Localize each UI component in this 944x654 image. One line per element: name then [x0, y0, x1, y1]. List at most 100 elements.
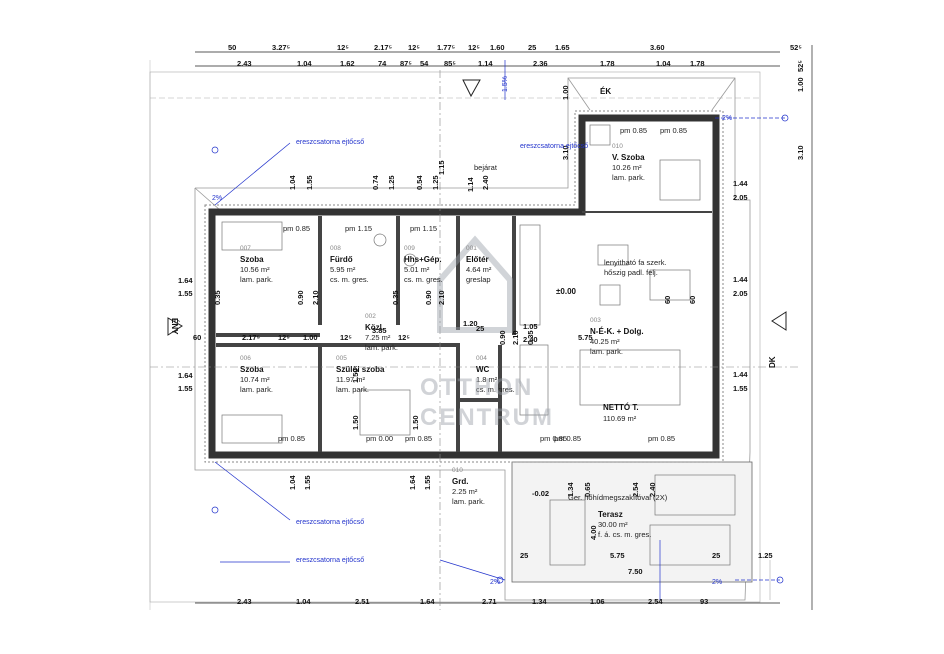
room-name-7: Szülői szoba	[336, 365, 385, 374]
dim-bottom-1: 1.04	[296, 597, 311, 606]
netto-label: NETTÓ T.	[603, 403, 639, 412]
dim-misc-30: 5.75	[578, 333, 593, 342]
room-area-4: 7.25 m²	[365, 333, 391, 342]
dim-misc-15: 2.10	[437, 290, 446, 305]
room-id-9: 010	[612, 143, 623, 150]
dim-misc-41: 25	[520, 551, 528, 560]
room-area-6: 10.74 m²	[240, 375, 270, 384]
pm-label-1: pm 1.15	[345, 224, 372, 233]
note-terrace: Ger. hőhídmegszakítóval (2X)	[568, 493, 668, 502]
dim-misc-11: 0.90	[296, 290, 305, 305]
room-id-7: 005	[336, 355, 347, 362]
slope-label-0: 2%	[212, 195, 222, 202]
dim-right-3: 1.44	[733, 179, 748, 188]
dim-bottom-7: 2.54	[648, 597, 663, 606]
pm-label-10: pm 0.85	[554, 434, 581, 443]
room-floor-4: lam. park.	[365, 343, 398, 352]
dim-misc-10: 1.14	[466, 177, 475, 192]
dim-top1-4: 12⁵	[408, 43, 420, 52]
dim-misc-4: 1.04	[288, 175, 297, 190]
dim-top2-5: 54	[420, 59, 429, 68]
room-floor-9: lam. park.	[612, 173, 645, 182]
room-area-3: 4.64 m²	[466, 265, 492, 274]
dim-bottom-3: 1.64	[420, 597, 435, 606]
dim-misc-7: 1.25	[387, 175, 396, 190]
watermark-line1: OTTHON	[420, 374, 533, 401]
dim-top1-5: 1.77⁵	[437, 43, 456, 52]
pm-label-7: pm 0.85	[648, 434, 675, 443]
exterior-walls-inner	[204, 110, 724, 463]
dim-right-7: 1.44	[733, 370, 748, 379]
dim-top1-9: 1.65	[555, 43, 570, 52]
dim-right-8: 1.55	[733, 384, 748, 393]
room-name-11: Terasz	[598, 510, 623, 519]
dim-top2-11: 1.78	[690, 59, 705, 68]
watermark-line2: CENTRUM	[420, 404, 554, 431]
room-name-2: Hhs+Gép.	[404, 255, 442, 264]
dim-misc-32: 60	[688, 296, 697, 304]
room-area-1: 5.95 m²	[330, 265, 356, 274]
pm-label-2: pm 1.15	[410, 224, 437, 233]
dim-misc-50: -0.02	[532, 489, 549, 498]
room-floor-11: f. á. cs. m. gres.	[598, 530, 651, 539]
room-id-2: 009	[404, 245, 415, 252]
note-ceiling2: hőszig padl. felj.	[604, 268, 658, 277]
room-floor-8: cs. m. gres.	[476, 385, 515, 394]
room-floor-1: cs. m. gres.	[330, 275, 369, 284]
dim-misc-45: 7.50	[628, 567, 643, 576]
section-markers	[167, 79, 787, 336]
dim-misc-23: 12⁵	[340, 333, 352, 342]
room-area-8: 1.8 m²	[476, 375, 498, 384]
pm-label-5: pm 0.85	[405, 434, 432, 443]
room-area-11: 30.00 m²	[598, 520, 628, 529]
interior-walls	[216, 211, 712, 452]
dim-misc-19: 0.35	[526, 330, 535, 345]
dim-misc-49: 1.55	[423, 475, 432, 490]
room-name-9: V. Szoba	[612, 153, 645, 162]
dim-bottom-6: 1.06	[590, 597, 605, 606]
room-area-2: 5.01 m²	[404, 265, 430, 274]
bejarat-label: bejárat	[474, 163, 498, 172]
room-name-8: WC	[476, 365, 490, 374]
site-outline	[149, 71, 771, 603]
room-id-8: 004	[476, 355, 487, 362]
dim-misc-33: 1.50	[351, 415, 360, 430]
room-name-6: Szoba	[240, 365, 264, 374]
room-area-10: 2.25 m²	[452, 487, 478, 496]
room-area-5: 40.25 m²	[590, 337, 620, 346]
room-area-0: 10.56 m²	[240, 265, 270, 274]
dim-top1-2: 12⁵	[337, 43, 349, 52]
room-id-0: 007	[240, 245, 251, 252]
dim-misc-17: 0.90	[498, 330, 507, 345]
slope-label-2: 2%	[490, 579, 500, 586]
dim-misc-2: 1.15	[437, 160, 446, 175]
room-name-4: Közl.	[365, 323, 384, 332]
netto-value: 110.69 m²	[603, 414, 637, 423]
dim-bottom-2: 2.51	[355, 597, 370, 606]
dim-top2-4: 87⁵	[400, 59, 412, 68]
dim-misc-26: 1.20	[463, 319, 478, 328]
orientation-north: ÉK	[600, 87, 611, 96]
dim-misc-47: 1.55	[303, 475, 312, 490]
dim-left-4: 1.55	[178, 384, 193, 393]
slope-label-3: 2%	[712, 579, 722, 586]
dim-misc-9: 1.25	[431, 175, 440, 190]
dim-misc-46: 1.04	[288, 475, 297, 490]
room-floor-10: lam. park.	[452, 497, 485, 506]
room-floor-6: lam. park.	[240, 385, 273, 394]
dim-misc-6: 0.74	[371, 175, 380, 190]
dim-left-2: 60	[193, 333, 201, 342]
dim-top1-0: 50	[228, 43, 236, 52]
room-name-10: Grd.	[452, 477, 468, 486]
dim-top2-6: 85⁵	[444, 59, 456, 68]
pm-label-3: pm 0.85	[620, 126, 647, 135]
roof-eaves	[194, 77, 751, 601]
room-area-7: 11.97 m²	[336, 375, 366, 384]
dim-right-6: 2.05	[733, 289, 748, 298]
room-name-3: Előtér	[466, 255, 489, 264]
dim-top1-8: 25	[528, 43, 536, 52]
dim-misc-13: 0.35	[213, 290, 222, 305]
gutter-label-3: ereszcsatorna ejtőcső	[296, 557, 364, 564]
orientation-east: DK	[768, 356, 777, 368]
